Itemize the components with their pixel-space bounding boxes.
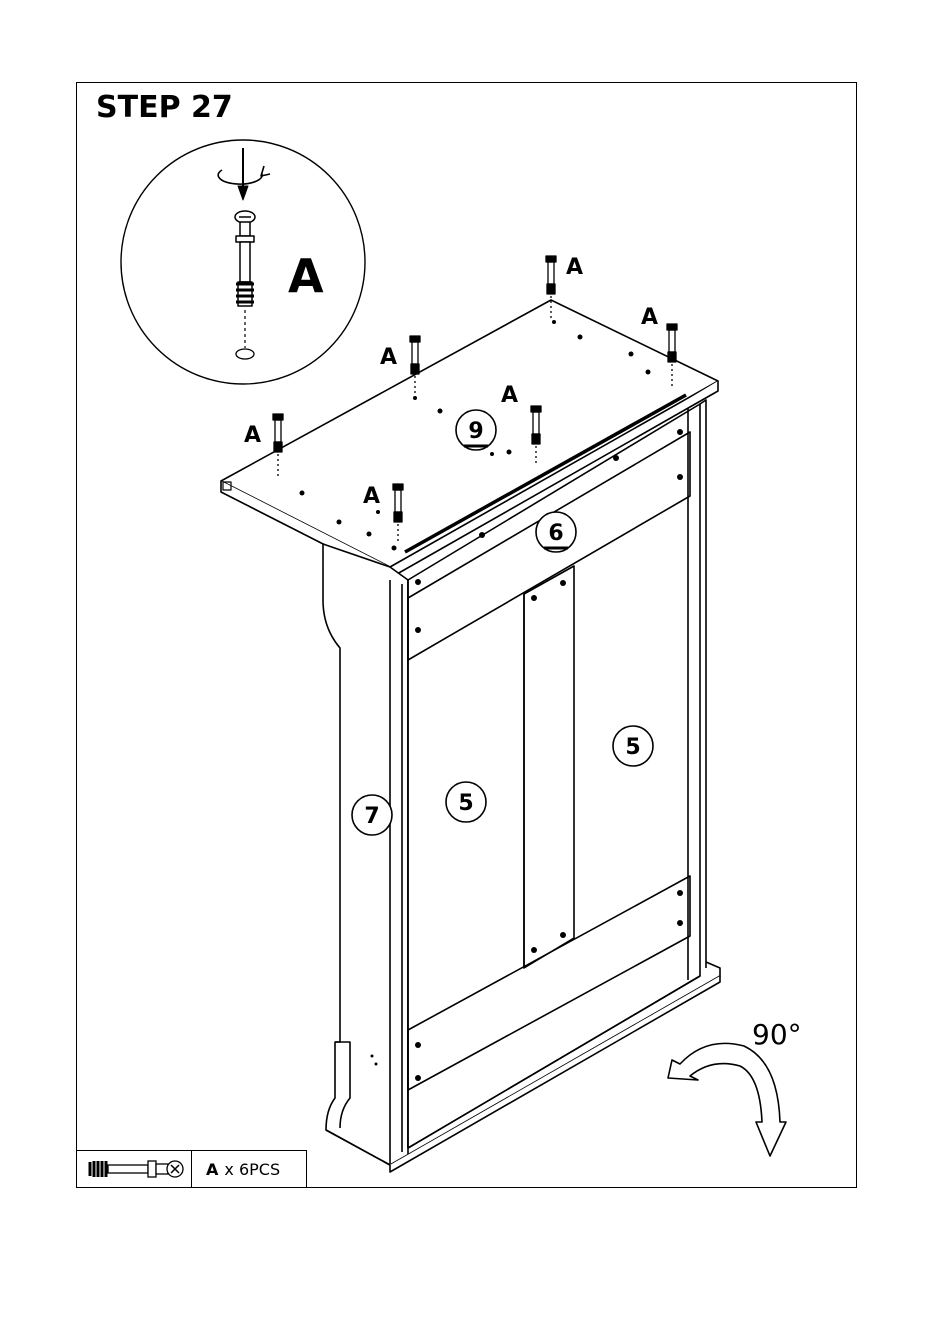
part-number-door-right: 5 (625, 735, 640, 760)
legend-count: x 6PCS (224, 1160, 280, 1179)
rotation-arrow-icon (668, 1043, 786, 1156)
fastener-label-1: A (566, 255, 583, 280)
detail-part-letter: A (288, 249, 324, 303)
fastener-label-2: A (641, 305, 658, 330)
fastener-label-6: A (363, 484, 380, 509)
fastener-label-3: A (380, 345, 397, 370)
rotation-label: 90° (752, 1018, 802, 1051)
cam-bolt-icon (77, 1151, 192, 1187)
part-number-side-panel: 7 (364, 804, 379, 829)
part-number-rail: 6 (548, 521, 563, 546)
parts-legend: A x 6PCS (76, 1150, 307, 1188)
part-number-door-left: 5 (458, 791, 473, 816)
fastener-label-4: A (501, 383, 518, 408)
legend-part-letter: A (206, 1160, 218, 1179)
part-number-top-panel: 9 (468, 419, 483, 444)
fastener-label-5: A (244, 423, 261, 448)
legend-quantity: A x 6PCS (192, 1151, 306, 1187)
detail-inset: A (121, 140, 365, 384)
side-panel (323, 544, 408, 1165)
